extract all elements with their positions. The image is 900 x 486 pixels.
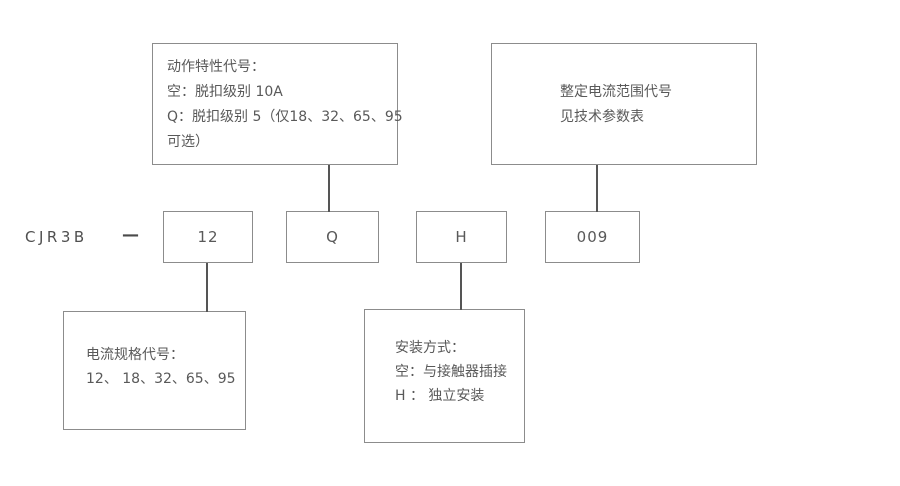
callout-mounting-line3: H ： 独立安装 xyxy=(395,388,485,404)
connector-current-spec-line xyxy=(206,263,208,312)
code-box-current-range: 009 xyxy=(545,211,640,263)
connector-current-range-line xyxy=(596,165,598,212)
code-value-current-range: 009 xyxy=(576,228,609,246)
callout-current-spec-line2: 12、 18、32、65、95 xyxy=(86,371,236,387)
code-value-trip-class: Q xyxy=(326,228,339,246)
callout-mounting: 安装方式： 空：与接触器插接 H ： 独立安装 xyxy=(364,309,525,443)
code-value-mounting: H xyxy=(455,228,468,246)
callout-trip-class-line4: 可选） xyxy=(167,134,209,150)
connector-mounting-line xyxy=(460,263,462,310)
callout-trip-class-line2: 空：脱扣级别 10A xyxy=(167,84,283,100)
connector-trip-class-line xyxy=(328,165,330,212)
callout-current-range-line2: 见技术参数表 xyxy=(560,109,644,125)
callout-mounting-line2: 空：与接触器插接 xyxy=(395,364,507,380)
callout-trip-class: 动作特性代号： 空：脱扣级别 10A Q：脱扣级别 5（仅18、32、65、95… xyxy=(152,43,403,165)
callout-current-spec: 电流规格代号： 12、 18、32、65、95 xyxy=(63,311,246,430)
callout-trip-class-line3: Q：脱扣级别 5（仅18、32、65、95 xyxy=(167,109,403,125)
callout-current-spec-line1: 电流规格代号： xyxy=(86,347,184,363)
code-box-mounting: H xyxy=(416,211,507,263)
callout-current-range-line1: 整定电流范围代号 xyxy=(560,84,672,100)
callout-trip-class-line1: 动作特性代号： xyxy=(167,59,265,75)
code-box-current-spec: 12 xyxy=(163,211,253,263)
callout-mounting-line1: 安装方式： xyxy=(395,340,465,356)
model-separator-dash: — xyxy=(122,225,139,245)
model-prefix-label: CJR3B xyxy=(25,228,88,246)
callout-current-range: 整定电流范围代号 见技术参数表 xyxy=(491,43,757,165)
code-value-current-spec: 12 xyxy=(197,228,219,246)
code-box-trip-class: Q xyxy=(286,211,379,263)
